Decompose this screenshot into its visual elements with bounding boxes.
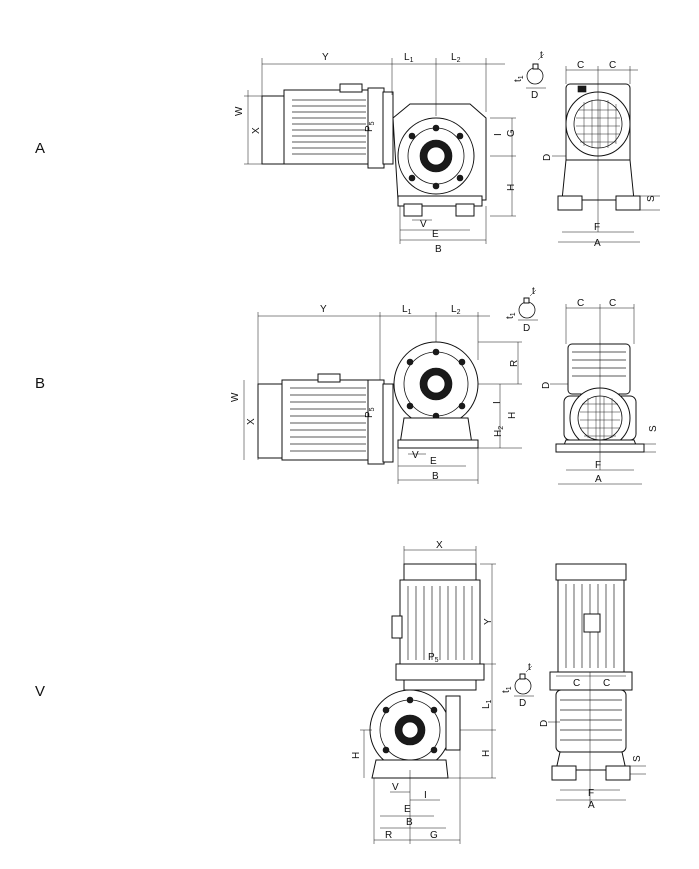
dim-f: F	[595, 460, 601, 471]
dim-c-right: C	[609, 60, 616, 71]
dim-r: R	[385, 830, 392, 841]
dim-d-key: D	[523, 323, 530, 334]
dim-w: W	[230, 392, 241, 402]
motor-flange	[367, 379, 385, 465]
row-a-labels: Y L1 L2 W X P5 I G H V E B	[234, 52, 517, 255]
dim-t1: t1	[501, 686, 513, 693]
dim-b: B	[435, 244, 442, 255]
dim-c-left: C	[573, 678, 580, 689]
motor-terminal-box	[317, 373, 341, 383]
dim-v: V	[412, 450, 419, 461]
motor-terminal-box	[339, 83, 363, 93]
dim-a: A	[594, 238, 601, 249]
dim-h-left: H	[351, 752, 362, 759]
row-label-v: V	[35, 683, 46, 700]
dim-y: Y	[483, 618, 494, 625]
dim-h2: H2	[493, 426, 505, 437]
motor-fins	[290, 387, 366, 452]
row-label-b: B	[35, 375, 46, 392]
dim-c-right: C	[609, 298, 616, 309]
row-a-key-detail: t t1 D	[513, 50, 546, 101]
dim-v: V	[420, 219, 427, 230]
row-a-front-view	[244, 58, 516, 244]
terminal-box	[583, 613, 601, 633]
dim-e: E	[432, 229, 439, 240]
dim-e: E	[430, 456, 437, 467]
dim-t: t	[528, 662, 531, 673]
shaft-section	[514, 677, 532, 695]
dim-h: H	[507, 412, 518, 419]
dim-i: I	[424, 790, 427, 801]
dim-l2: L2	[451, 52, 461, 64]
dim-s: S	[646, 195, 657, 202]
dim-d-key: D	[519, 698, 526, 709]
dim-d: D	[541, 382, 552, 389]
dim-i: I	[493, 133, 504, 136]
row-b-front-view	[243, 312, 522, 484]
motor-terminal-box	[391, 615, 403, 639]
dim-r: R	[509, 360, 520, 367]
dim-l1: L1	[481, 699, 493, 709]
motor-body	[283, 89, 371, 165]
dim-a: A	[588, 800, 595, 811]
motor-flange	[395, 663, 485, 681]
dim-h-right: H	[481, 750, 492, 757]
dim-g: G	[506, 129, 517, 137]
dim-t1: t1	[505, 312, 517, 319]
dim-l2: L2	[451, 304, 461, 316]
row-a-side-view: C C D S F A	[542, 60, 660, 249]
motor-fins	[292, 99, 366, 155]
dim-i: I	[492, 401, 503, 404]
dim-x: X	[251, 127, 262, 134]
dim-w: W	[234, 106, 245, 116]
dim-l1: L1	[404, 52, 414, 64]
dim-x: X	[246, 418, 257, 425]
dim-d-key: D	[531, 90, 538, 101]
row-b-key-detail: t t1 D	[505, 286, 538, 334]
dim-c-right: C	[603, 678, 610, 689]
row-b-side-view: C C D S F A	[541, 298, 659, 485]
dim-e: E	[404, 804, 411, 815]
dim-c-left: C	[577, 60, 584, 71]
dim-s: S	[648, 425, 659, 432]
dim-s: S	[632, 755, 643, 762]
shaft-section	[526, 67, 544, 85]
row-v-key-detail: t t1 D	[501, 662, 534, 709]
dim-l1: L1	[402, 304, 412, 316]
dim-a: A	[595, 474, 602, 485]
dim-d: D	[539, 720, 550, 727]
motor-body	[281, 379, 369, 461]
row-b-labels: Y L1 L2 W X P5 R I H H2 V E B	[230, 304, 520, 482]
dim-h: H	[506, 184, 517, 191]
motor-fan-cover	[257, 383, 287, 459]
row-v-labels: X Y P5 L1 H H V I E B R G	[351, 540, 494, 841]
dim-b: B	[432, 471, 439, 482]
dim-f: F	[594, 222, 600, 233]
dim-p5: P5	[428, 652, 439, 664]
shaft-section	[518, 301, 536, 319]
dim-p5: P5	[364, 121, 376, 132]
dim-d: D	[542, 154, 553, 161]
dim-y: Y	[320, 304, 327, 315]
dim-x: X	[436, 540, 443, 551]
dim-t1: t1	[513, 75, 525, 82]
dim-c-left: C	[577, 298, 584, 309]
dim-t: t	[532, 286, 535, 297]
dim-v: V	[392, 782, 399, 793]
row-v-front-view	[360, 546, 496, 844]
dim-g: G	[430, 830, 438, 841]
dim-f: F	[588, 788, 594, 799]
row-v-side-view: C C D S F A	[539, 563, 646, 811]
dim-p5: P5	[364, 407, 376, 418]
dim-y: Y	[322, 52, 329, 63]
dim-b: B	[406, 817, 413, 828]
row-label-a: A	[35, 140, 46, 157]
dim-t: t	[540, 50, 543, 61]
